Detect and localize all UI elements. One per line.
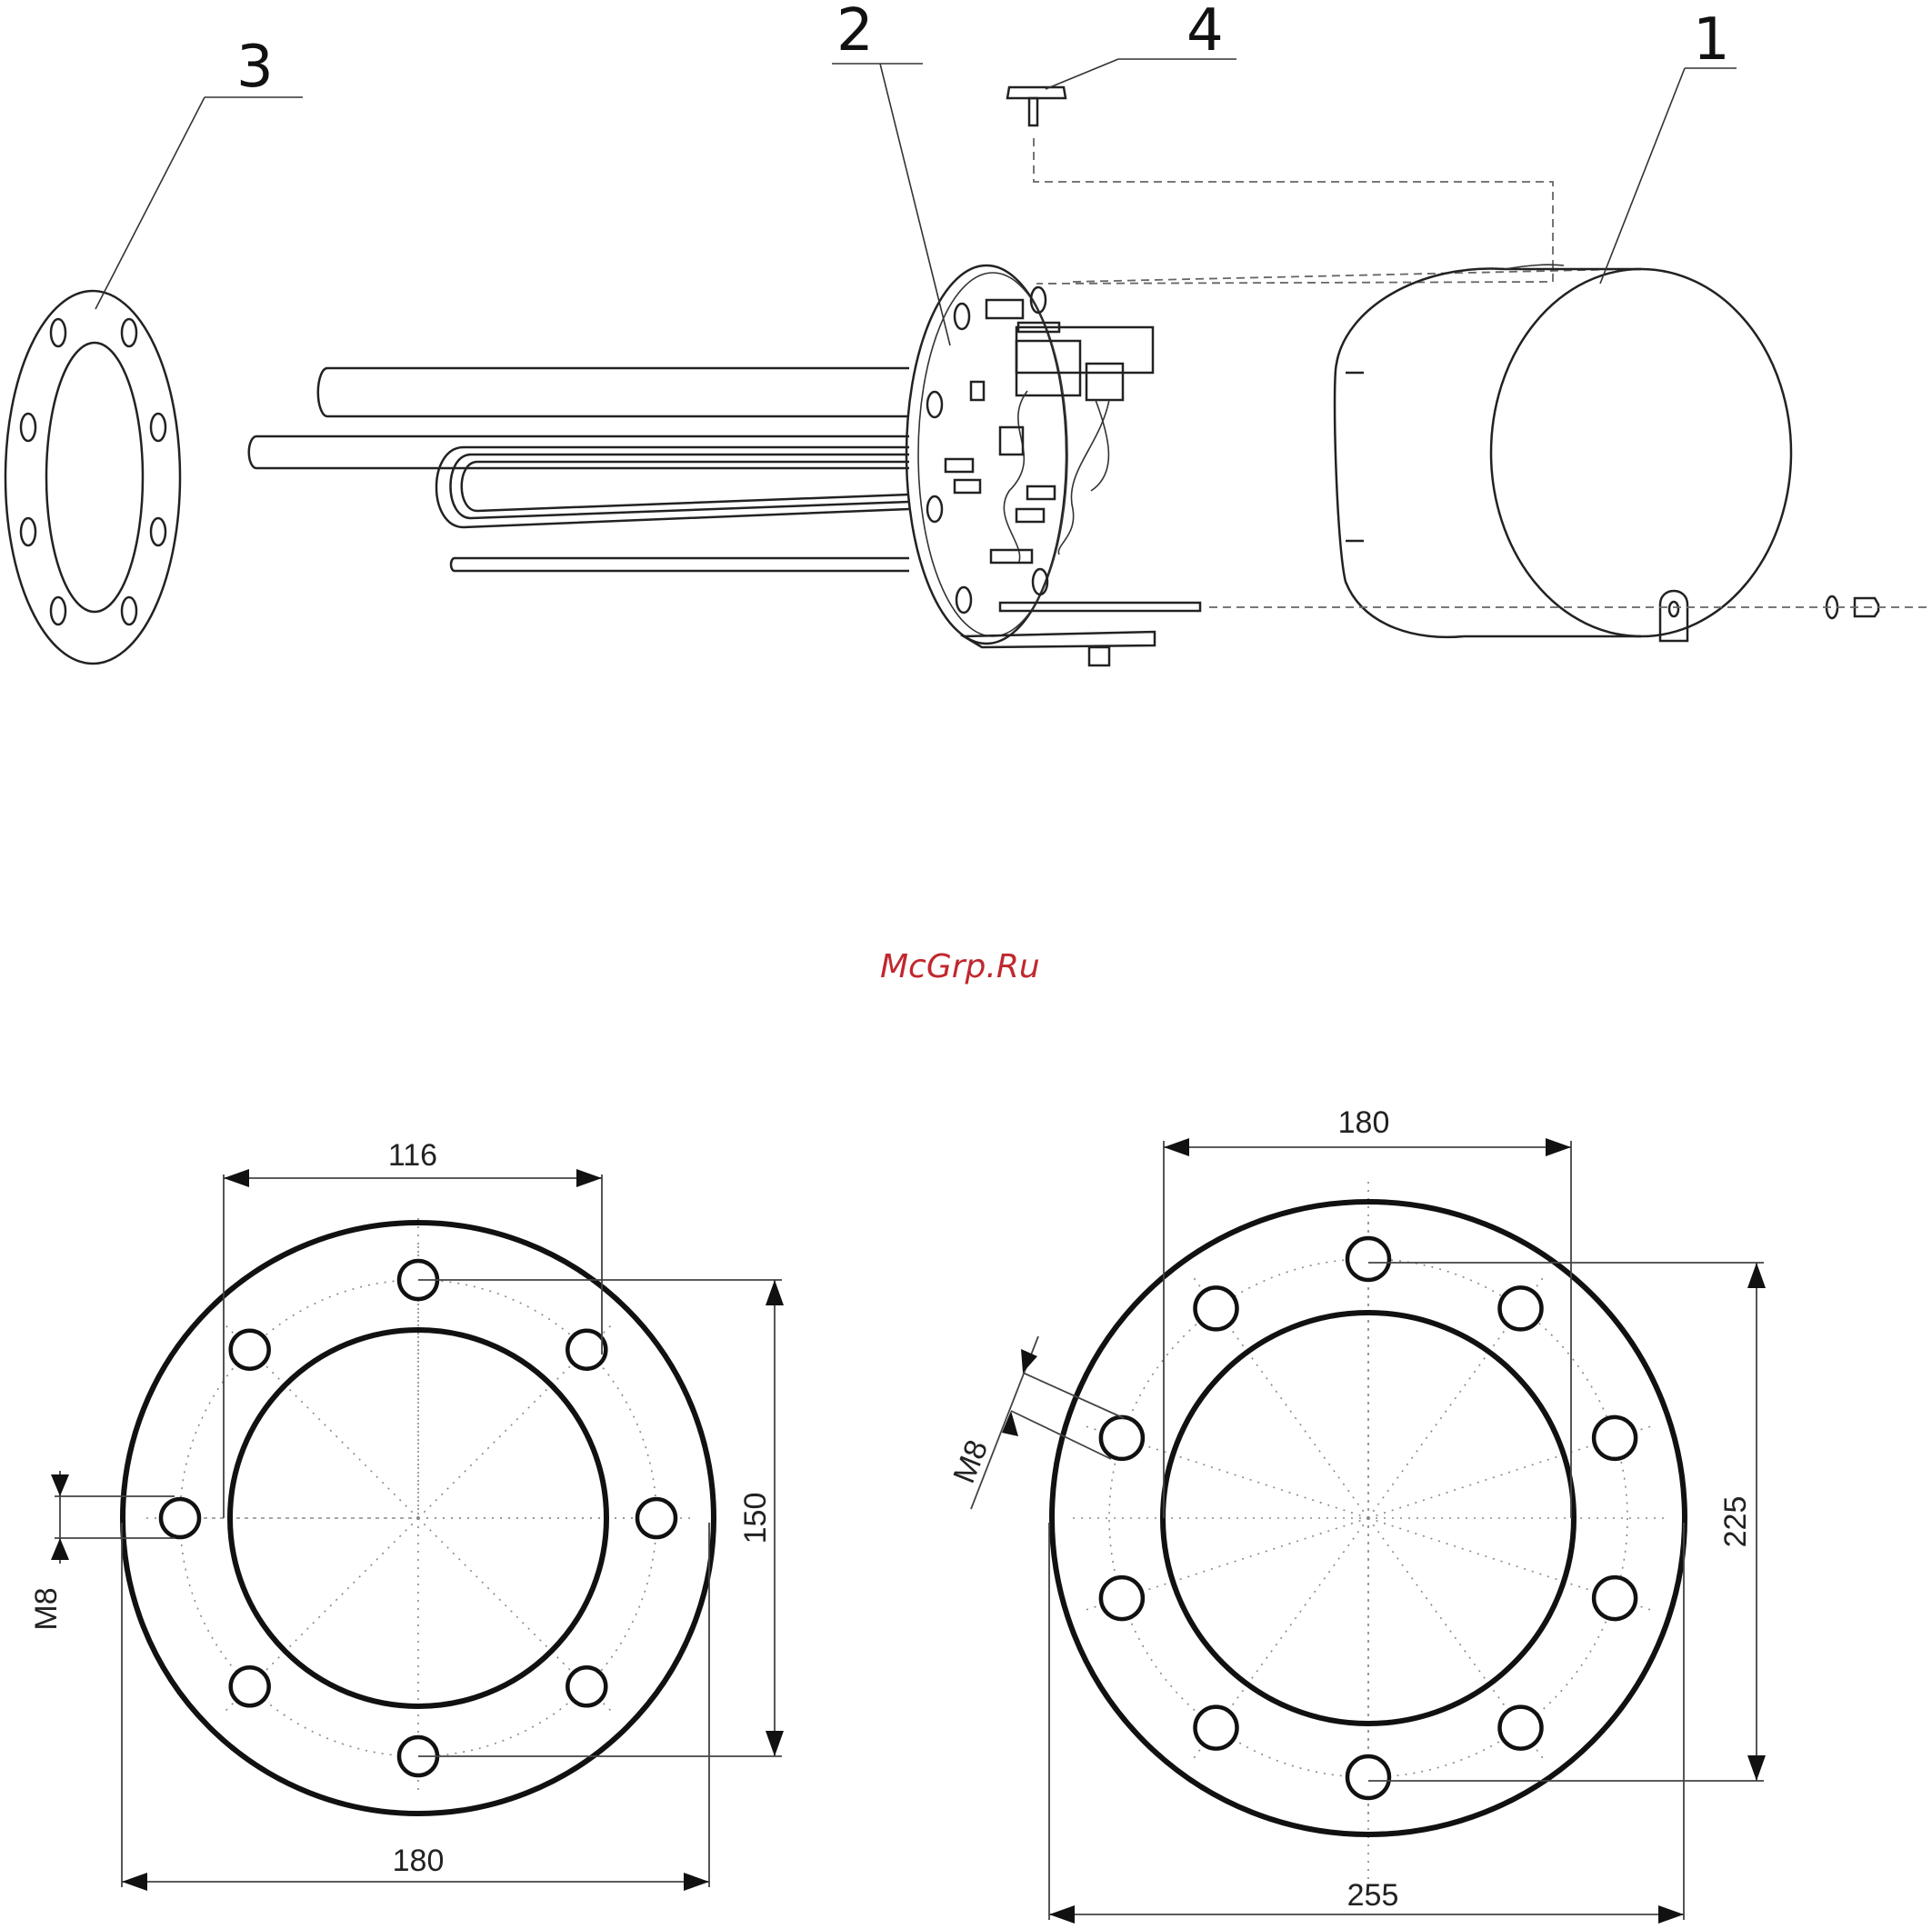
large-dim-right: 225 <box>1718 1496 1753 1548</box>
callout-4: 4 <box>1186 0 1224 65</box>
large-flange-bolt-hole <box>1347 1238 1389 1280</box>
large-flange-bolt-hole <box>1196 1707 1237 1749</box>
small-flange-bolt-hole <box>161 1499 199 1537</box>
large-flange-bolt-hole <box>1500 1707 1542 1749</box>
large-dim-thread: M8 <box>946 1435 995 1488</box>
small-dim-right: 150 <box>738 1493 773 1544</box>
large-flange-bolt-hole <box>1347 1756 1389 1798</box>
large-flange-bolt-hole <box>1196 1287 1237 1329</box>
callouts: 3 2 4 1 <box>95 0 1737 345</box>
heating-element-assembly <box>249 265 1200 665</box>
small-dim-thread: M8 <box>29 1587 64 1630</box>
flange-small-drawing: 116 180 150 M8 <box>29 1138 784 1891</box>
small-flange-bolt-hole <box>567 1667 606 1705</box>
large-flange-bolt-hole <box>1594 1417 1636 1459</box>
flange-large-drawing: 180 255 225 M8 <box>946 1105 1766 1924</box>
small-flange-bolt-hole <box>567 1331 606 1369</box>
large-flange-bolt-hole <box>1500 1287 1542 1329</box>
watermark-text: McGrp.Ru <box>880 948 1040 985</box>
large-flange-bolt-hole <box>1101 1417 1143 1459</box>
cover <box>1073 265 1932 641</box>
small-flange-bolt-hole <box>231 1331 269 1369</box>
large-dim-bottom: 255 <box>1347 1878 1399 1913</box>
small-dim-top: 116 <box>388 1138 437 1173</box>
large-flange-bolt-hole <box>1101 1577 1143 1619</box>
large-flange-bolt-hole <box>1594 1577 1636 1619</box>
large-dim-top: 180 <box>1338 1105 1390 1140</box>
callout-3: 3 <box>236 34 274 101</box>
small-flange-bolt-hole <box>637 1499 676 1537</box>
callout-2: 2 <box>836 0 874 65</box>
small-flange-bolt-hole <box>231 1667 269 1705</box>
callout-1: 1 <box>1693 6 1730 74</box>
thumb-screw <box>1007 87 1553 284</box>
exploded-view: 3 2 4 1 <box>5 0 1932 665</box>
small-dim-bottom: 180 <box>393 1844 445 1878</box>
gasket-ring <box>5 291 180 664</box>
